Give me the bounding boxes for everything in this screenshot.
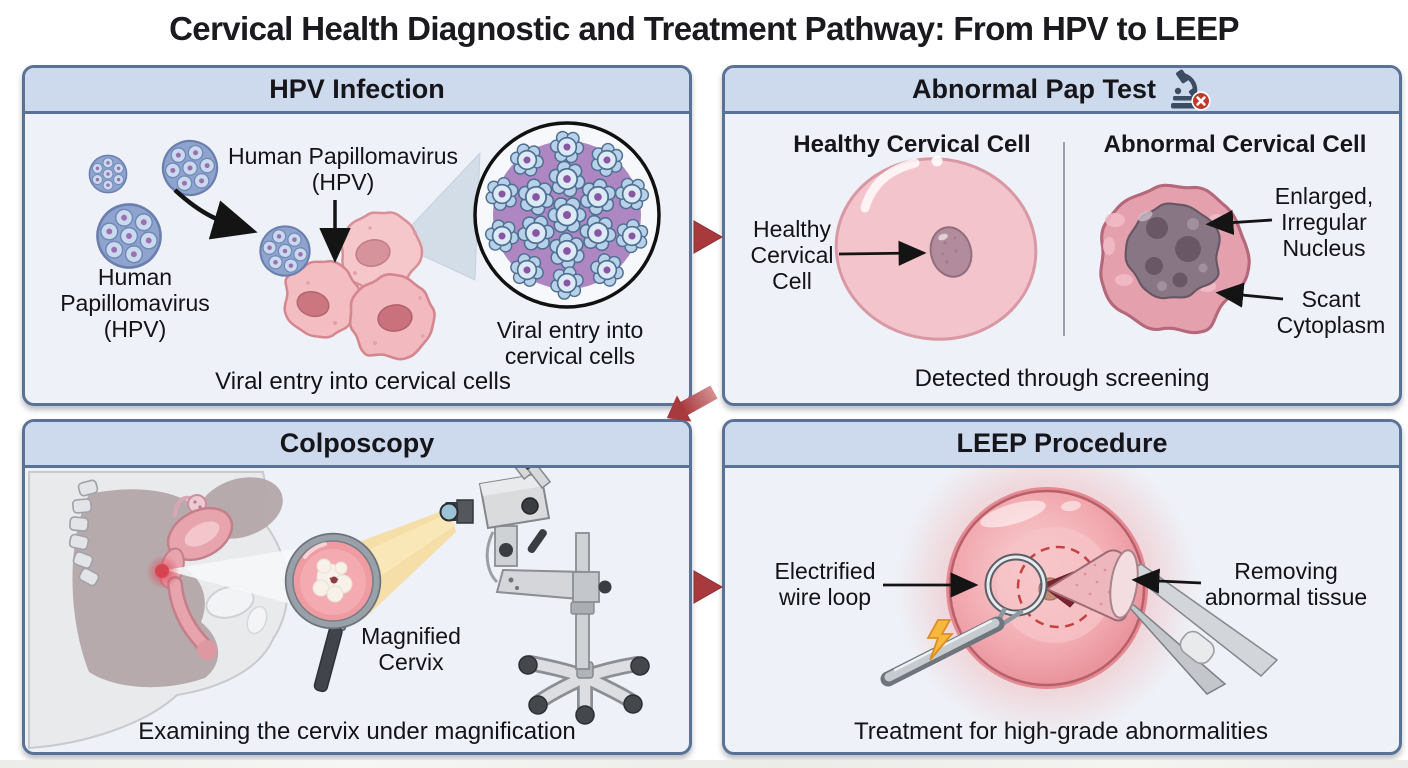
tissue-arrow xyxy=(1131,568,1202,594)
magnified-cervix-label-line: Magnified xyxy=(361,623,461,649)
electricity-bolt-icon xyxy=(926,619,954,661)
flow-arrow-step1-icon xyxy=(693,220,724,254)
bottom-edge-strip xyxy=(0,760,1408,768)
forceps xyxy=(1117,562,1279,695)
excised-tissue-cone xyxy=(1044,549,1139,622)
hpv-top-label-line: (HPV) xyxy=(311,169,375,195)
scant-cytoplasm-label: Scant Cytoplasm xyxy=(1277,286,1386,338)
hpv-caption: Viral entry into cervical cells xyxy=(215,368,511,395)
virus-zoom-circle xyxy=(473,121,661,309)
panel-hpv-infection: HPV Infection xyxy=(22,65,692,406)
electrified-loop-label-line: wire loop xyxy=(778,584,872,610)
magnified-cervix-label: Magnified Cervix xyxy=(361,623,461,675)
panel-colposcopy-header-label: Colposcopy xyxy=(279,428,435,458)
magnifier xyxy=(284,532,382,693)
hpv-top-label-line: Human Papillomavirus xyxy=(227,143,459,169)
enlarged-nucleus-label-line: Enlarged, xyxy=(1274,183,1374,209)
enlarged-nucleus-label-line: Irregular xyxy=(1281,209,1367,235)
pap-caption: Detected through screening xyxy=(914,365,1210,392)
healthy-cell-label-line: Cell xyxy=(772,268,812,294)
viral-entry-zoom-label-line: Viral entry into xyxy=(496,317,644,343)
panel-leep-header-label: LEEP Procedure xyxy=(956,428,1168,458)
removing-tissue-label-line: Removing xyxy=(1234,558,1338,584)
abnormal-cell-heading: Abnormal Cervical Cell xyxy=(1103,131,1367,158)
panel-leep-header: LEEP Procedure xyxy=(725,422,1399,468)
scant-cytoplasm-label-line: Scant xyxy=(1301,286,1361,312)
panel-hpv-header: HPV Infection xyxy=(25,68,689,114)
removing-tissue-label-line: abnormal tissue xyxy=(1204,584,1368,610)
colposcope-device xyxy=(439,446,650,725)
hpv-left-label-line: Human xyxy=(97,264,173,290)
page-title: Cervical Health Diagnostic and Treatment… xyxy=(169,10,1239,47)
cervical-cells xyxy=(270,203,446,372)
electrified-loop-label-line: Electrified xyxy=(774,558,876,584)
healthy-cell-label: Healthy Cervical Cell xyxy=(750,216,833,294)
panel-abnormal-pap-test: Abnormal Pap Test xyxy=(722,65,1402,406)
hpv-top-label: Human Papillomavirus (HPV) xyxy=(228,143,458,195)
pap-illustration xyxy=(834,142,1284,351)
viral-entry-zoom-label-line: cervical cells xyxy=(504,343,636,369)
removing-tissue-label: Removing abnormal tissue xyxy=(1205,558,1367,610)
panel-colposcopy: Colposcopy xyxy=(22,419,692,755)
hpv-left-label-line: Papillomavirus xyxy=(60,290,210,316)
healthy-cell-heading: Healthy Cervical Cell xyxy=(793,131,1031,158)
colposcope-lens xyxy=(439,499,474,524)
healthy-cell-label-line: Healthy xyxy=(753,216,831,242)
colposcope-base xyxy=(518,655,650,725)
hpv-left-label-line: (HPV) xyxy=(103,316,167,342)
panel-pap-header-label: Abnormal Pap Test xyxy=(911,74,1157,104)
panel-pap-header: Abnormal Pap Test xyxy=(725,68,1399,114)
flow-arrow-step3-icon xyxy=(693,570,724,604)
panel-leep-procedure: LEEP Procedure xyxy=(722,419,1402,755)
panel-colposcopy-header: Colposcopy xyxy=(25,422,689,468)
healthy-cell-label-line: Cervical xyxy=(750,242,834,268)
nucleus-arrow xyxy=(1205,209,1273,236)
infection-arrow xyxy=(173,188,258,240)
colposcopy-illustration xyxy=(28,446,650,750)
electrified-loop-label: Electrified wire loop xyxy=(775,558,876,610)
magnified-cervix-label-line: Cervix xyxy=(378,649,444,675)
microscope-x-icon xyxy=(1171,69,1211,111)
hpv-left-label: Human Papillomavirus (HPV) xyxy=(60,264,210,342)
enlarged-nucleus-label-line: Nucleus xyxy=(1282,235,1366,261)
scant-cytoplasm-label-line: Cytoplasm xyxy=(1276,312,1386,338)
healthy-cell xyxy=(834,155,1038,341)
abnormal-cell xyxy=(1079,164,1268,351)
colposcopy-caption: Examining the cervix under magnification xyxy=(138,718,576,745)
leep-illustration xyxy=(880,438,1279,738)
leep-caption: Treatment for high-grade abnormalities xyxy=(854,718,1268,745)
acetowhite-lesion xyxy=(312,558,353,603)
hpv-illustration xyxy=(88,121,661,372)
enlarged-nucleus-label: Enlarged, Irregular Nucleus xyxy=(1275,183,1373,261)
panel-hpv-header-label: HPV Infection xyxy=(269,74,445,104)
healthy-cell-arrow xyxy=(838,240,927,266)
cytoplasm-arrow xyxy=(1215,282,1284,308)
viral-entry-zoom-label: Viral entry into cervical cells xyxy=(497,317,644,369)
